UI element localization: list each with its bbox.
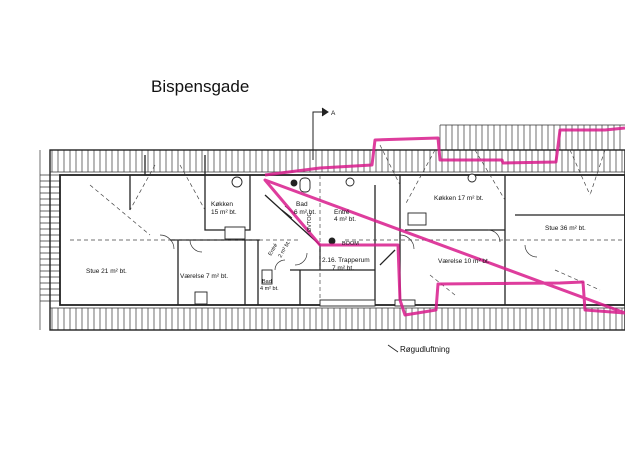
dashed-lines: [70, 144, 625, 300]
room-vaerelse-left: Værelse 7 m² bt.: [180, 273, 228, 280]
apartment-boundary: [263, 126, 625, 317]
fixtures: [194, 173, 477, 307]
section-label: A: [331, 110, 336, 117]
section-arrow-icon: [312, 107, 329, 160]
door-swings: [159, 229, 538, 271]
street-name: Bispensgade: [151, 77, 250, 96]
room-entre-center-name: Entré: [334, 209, 350, 216]
room-kokken-right: Køkken 17 m² bt.: [434, 195, 484, 202]
room-bad-small-area: 4 m² bt.: [260, 286, 279, 292]
room-bad-small-name: Bad: [262, 279, 272, 285]
room-entre-center-area: 4 m² bt.: [334, 216, 356, 223]
ventilation-leader: [387, 344, 399, 353]
room-entre-left-name: Entré: [268, 243, 280, 257]
room-kokken-left-area: 15 m² bt.: [211, 209, 237, 216]
room-entre-left-area: 2 m² bt.: [278, 239, 293, 259]
room-stue-left: Stue 21 m² bt.: [86, 268, 127, 275]
side-tag-ovtoc: ØVTOC: [307, 213, 313, 232]
room-bad-left-area: 6 m² bt.: [294, 209, 316, 216]
room-bad-left-name: Bad: [296, 201, 308, 208]
room-trapperum-name: 2.16. Trapperum: [322, 257, 370, 264]
roof-hatching: [39, 124, 625, 331]
room-kokken-left-name: Køkken: [211, 201, 233, 208]
ventilation-note: Røgudluftning: [400, 345, 450, 354]
room-stue-right: Stue 36 m² bt.: [545, 225, 586, 232]
side-tag-boom: BOOM: [342, 241, 359, 247]
room-trapperum-area: 7 m² bt.: [332, 265, 354, 272]
room-vaerelse-right: Værelse 10 m² bt.: [438, 258, 490, 265]
